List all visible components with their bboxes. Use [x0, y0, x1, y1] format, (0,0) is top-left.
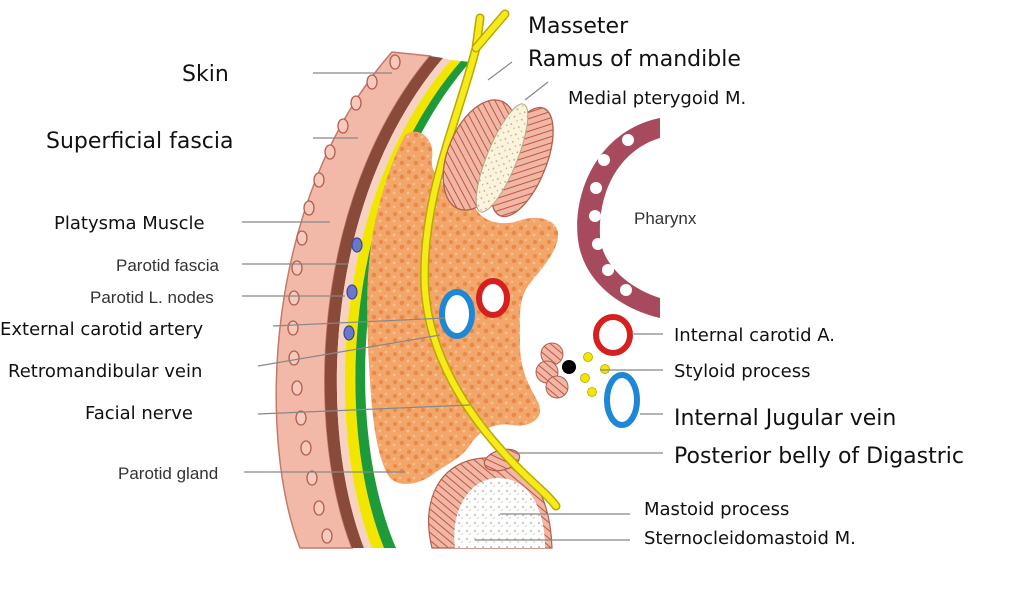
label-medial-pterygoid: Medial pterygoid M. — [568, 88, 746, 109]
retromandibular-vein — [439, 289, 475, 339]
leader-lines-right — [475, 61, 663, 541]
label-sternocleidomastoid: Sternocleidomastoid M. — [644, 528, 856, 549]
label-internal-jugular-vein: Internal Jugular vein — [674, 406, 896, 431]
label-parotid-nodes: Parotid L. nodes — [90, 288, 214, 307]
label-styloid-process: Styloid process — [674, 361, 810, 382]
label-retromandibular-vein: Retromandibular vein — [8, 361, 202, 382]
label-facial-nerve: Facial nerve — [85, 403, 193, 424]
label-superficial-fascia: Superficial fascia — [46, 129, 233, 154]
label-posterior-belly-digastric: Posterior belly of Digastric — [674, 444, 964, 469]
ramus-of-mandible — [475, 103, 529, 213]
parotid-lymph-nodes — [343, 237, 363, 341]
label-parotid-fascia: Parotid fascia — [116, 256, 220, 275]
styloid-process — [562, 360, 576, 374]
facial-nerve-core — [421, 15, 559, 509]
label-skin: Skin — [182, 62, 229, 87]
pharynx-folds — [589, 134, 634, 296]
internal-jugular-vein — [604, 372, 640, 428]
styloid-muscles — [535, 342, 569, 399]
external-carotid-artery — [476, 278, 510, 318]
styloid-nerves — [580, 352, 610, 397]
label-platysma-muscle: Platysma Muscle — [54, 213, 205, 234]
internal-carotid-artery — [593, 314, 633, 356]
label-external-carotid-artery: External carotid artery — [0, 319, 204, 340]
leader-lines-left — [242, 72, 471, 473]
skin-cells — [287, 54, 401, 544]
label-internal-carotid: Internal carotid A. — [674, 325, 835, 346]
mastoid-process — [454, 478, 545, 548]
label-masseter: Masseter — [528, 14, 629, 39]
label-mastoid-process: Mastoid process — [644, 499, 789, 520]
label-pharynx: Pharynx — [634, 209, 697, 228]
pharynx — [577, 118, 660, 318]
label-parotid-gland: Parotid gland — [118, 464, 218, 483]
facial-nerve-branch-core — [473, 11, 508, 51]
label-ramus-of-mandible: Ramus of mandible — [528, 47, 741, 72]
